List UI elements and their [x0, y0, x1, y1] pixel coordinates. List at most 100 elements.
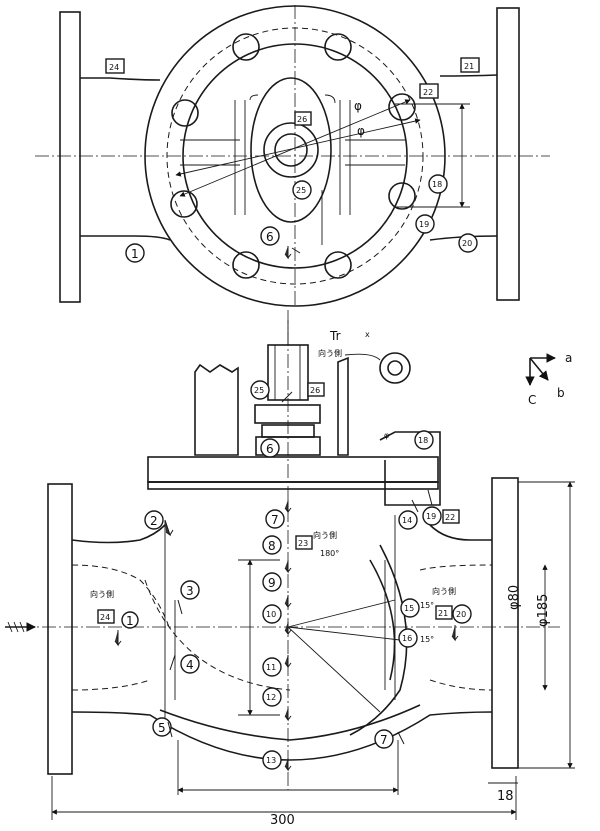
box-22-side: 22 [442, 509, 460, 524]
svg-text:6: 6 [266, 442, 274, 456]
phi-label-1: φ [354, 99, 362, 113]
marker-7b: 7 [374, 729, 394, 749]
axes-triad: a b C [525, 351, 572, 407]
side-body-inner-curve [159, 704, 421, 741]
svg-text:14: 14 [402, 516, 412, 525]
svg-text:24: 24 [100, 613, 110, 622]
top-left-flange [59, 11, 81, 303]
axis-c-label: C [528, 393, 536, 407]
stem-section-inner [387, 360, 403, 376]
top-point-6 [284, 246, 301, 260]
deg15a-label: 15° [420, 601, 434, 610]
yoke-right [337, 356, 349, 456]
dim-flange-width: 18 [497, 789, 514, 804]
svg-text:22: 22 [423, 88, 433, 97]
svg-text:18: 18 [432, 180, 442, 189]
svg-text:2: 2 [150, 514, 158, 528]
boxed-markers: 24 21 22 26 26 22 23 24 21 [97, 57, 480, 624]
svg-text:13: 13 [266, 756, 276, 765]
marker-14: 14 [398, 510, 418, 530]
svg-text:7: 7 [271, 513, 279, 527]
svg-text:21: 21 [464, 62, 474, 71]
marker-8: 8 [262, 535, 282, 555]
side-note-4: 向う側 [432, 586, 456, 596]
yoke-left [194, 363, 239, 456]
svg-text:7: 7 [380, 733, 388, 747]
svg-text:12: 12 [266, 693, 276, 702]
svg-text:9: 9 [268, 576, 276, 590]
marker-19-side: 19 [422, 506, 442, 526]
svg-text:1: 1 [126, 614, 134, 628]
marker-13: 13 [262, 750, 282, 770]
marker-6-side: 6 [260, 438, 280, 458]
top-view: φ φ [35, 5, 550, 307]
svg-text:10: 10 [266, 610, 276, 619]
marker-25-side: 25 [250, 380, 270, 400]
marker-5: 5 [152, 717, 172, 737]
side-view: a b C Tr x 向う側 向う側 180° 向う側 向う側 15° 15° … [5, 310, 575, 828]
gland [254, 404, 321, 424]
top-right-flange [496, 7, 520, 301]
top-body-upper [80, 74, 498, 81]
stem-section-outer [379, 352, 411, 384]
svg-text:1: 1 [131, 247, 139, 261]
marker-20-side: 20 [452, 604, 472, 624]
svg-text:24: 24 [109, 63, 119, 72]
box-24-side: 24 [97, 609, 115, 624]
marker-19-top: 19 [415, 214, 435, 234]
marker-2: 2 [144, 510, 164, 530]
marker-25-top: 25 [292, 180, 312, 200]
svg-text:3: 3 [186, 584, 194, 598]
phi-label-2: φ [357, 124, 365, 138]
marker-1-side: 1 [121, 611, 139, 629]
marker-18-top: 18 [428, 174, 448, 194]
side-left-flange [47, 483, 73, 775]
marker-20-top: 20 [458, 233, 478, 253]
svg-text:19: 19 [426, 512, 436, 521]
svg-text:15: 15 [404, 604, 414, 613]
svg-text:18: 18 [418, 436, 428, 445]
svg-text:4: 4 [186, 658, 194, 672]
marker-3: 3 [180, 580, 200, 600]
side-port-dashed [71, 564, 493, 691]
dim-dia-inner: φ80 [507, 585, 522, 610]
marker-6-top: 6 [260, 226, 280, 246]
svg-text:26: 26 [310, 386, 320, 395]
tr-label: Tr [329, 329, 341, 343]
flow-arrow-icon [5, 621, 36, 633]
side-right-flange [491, 477, 519, 769]
marker-11: 11 [262, 657, 282, 677]
axis-b-label: b [557, 386, 565, 400]
box-26-side: 26 [307, 382, 325, 397]
marker-7a: 7 [265, 509, 285, 529]
circled-markers: 1 6 18 19 20 25 2 3 4 5 6 7 7 8 9 10 11 … [121, 174, 478, 770]
side-body-outer-bottom [71, 711, 493, 761]
svg-text:8: 8 [268, 539, 276, 553]
marker-16: 16 [398, 628, 418, 648]
svg-text:6: 6 [266, 230, 274, 244]
svg-text:23: 23 [298, 539, 308, 548]
dim-dia-outer: φ185 [536, 594, 551, 627]
top-body-lower [80, 235, 498, 241]
bonnet-flange [147, 456, 439, 483]
svg-text:26: 26 [297, 115, 307, 124]
box-23-side: 23 [295, 535, 313, 550]
deg15b-label: 15° [420, 635, 434, 644]
axis-a-label: a [565, 351, 572, 365]
side-note-1: 向う側 [318, 348, 342, 358]
dim-total-width: 300 [270, 813, 295, 828]
svg-text:25: 25 [254, 386, 264, 395]
svg-text:21: 21 [438, 609, 448, 618]
svg-text:20: 20 [462, 239, 472, 248]
box-21-top: 21 [460, 57, 480, 73]
phi-label-3: φ [384, 431, 389, 440]
point-arrows [114, 391, 459, 772]
svg-text:19: 19 [419, 220, 429, 229]
svg-text:16: 16 [402, 634, 412, 643]
marker-1-top: 1 [125, 243, 145, 263]
marker-10: 10 [262, 604, 282, 624]
marker-4: 4 [180, 654, 200, 674]
marker-9: 9 [262, 572, 282, 592]
box-21-side: 21 [435, 605, 453, 620]
